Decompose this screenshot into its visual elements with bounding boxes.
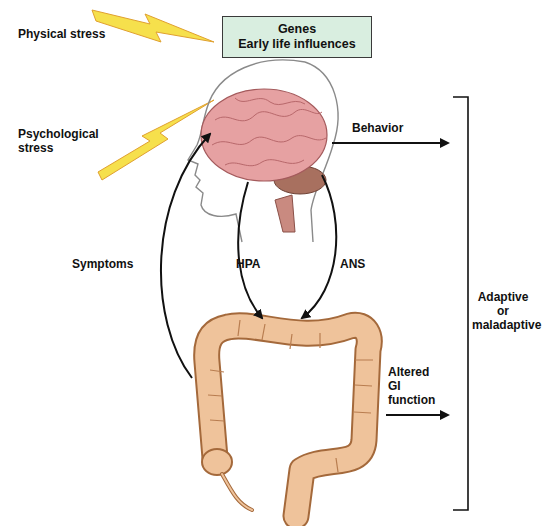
stress-label: Physical stress bbox=[18, 27, 128, 41]
arrow-label: Symptoms bbox=[72, 257, 152, 271]
colon-body bbox=[207, 325, 370, 516]
appendix bbox=[222, 474, 252, 510]
axis-label: HPA bbox=[236, 257, 276, 271]
ans-arrow bbox=[302, 175, 336, 318]
brainstem bbox=[275, 195, 295, 232]
haustra bbox=[208, 320, 373, 472]
box-text: Genes bbox=[278, 22, 316, 37]
cecum bbox=[202, 449, 232, 475]
outcome-label: Adaptive or maladaptive bbox=[472, 290, 534, 332]
lightning-bolt bbox=[92, 10, 214, 42]
axis-label: ANS bbox=[340, 257, 380, 271]
arrow-label: Altered GI function bbox=[388, 365, 443, 407]
stress-label: Psychological stress bbox=[18, 127, 103, 155]
behavior-arrow bbox=[332, 142, 448, 144]
hpa-arrow bbox=[238, 182, 262, 318]
colon-outline bbox=[207, 325, 370, 516]
symptoms-arrow bbox=[161, 134, 210, 378]
brain-gyri bbox=[212, 98, 326, 166]
box-text: Early life influences bbox=[238, 37, 355, 52]
gi-arrow bbox=[386, 414, 448, 416]
cerebrum bbox=[201, 89, 327, 181]
info-box: GenesEarly life influences bbox=[222, 16, 372, 58]
appendix bbox=[222, 474, 252, 510]
bracket bbox=[453, 97, 468, 510]
colon bbox=[202, 320, 373, 516]
arrow-label: Behavior bbox=[352, 121, 432, 135]
